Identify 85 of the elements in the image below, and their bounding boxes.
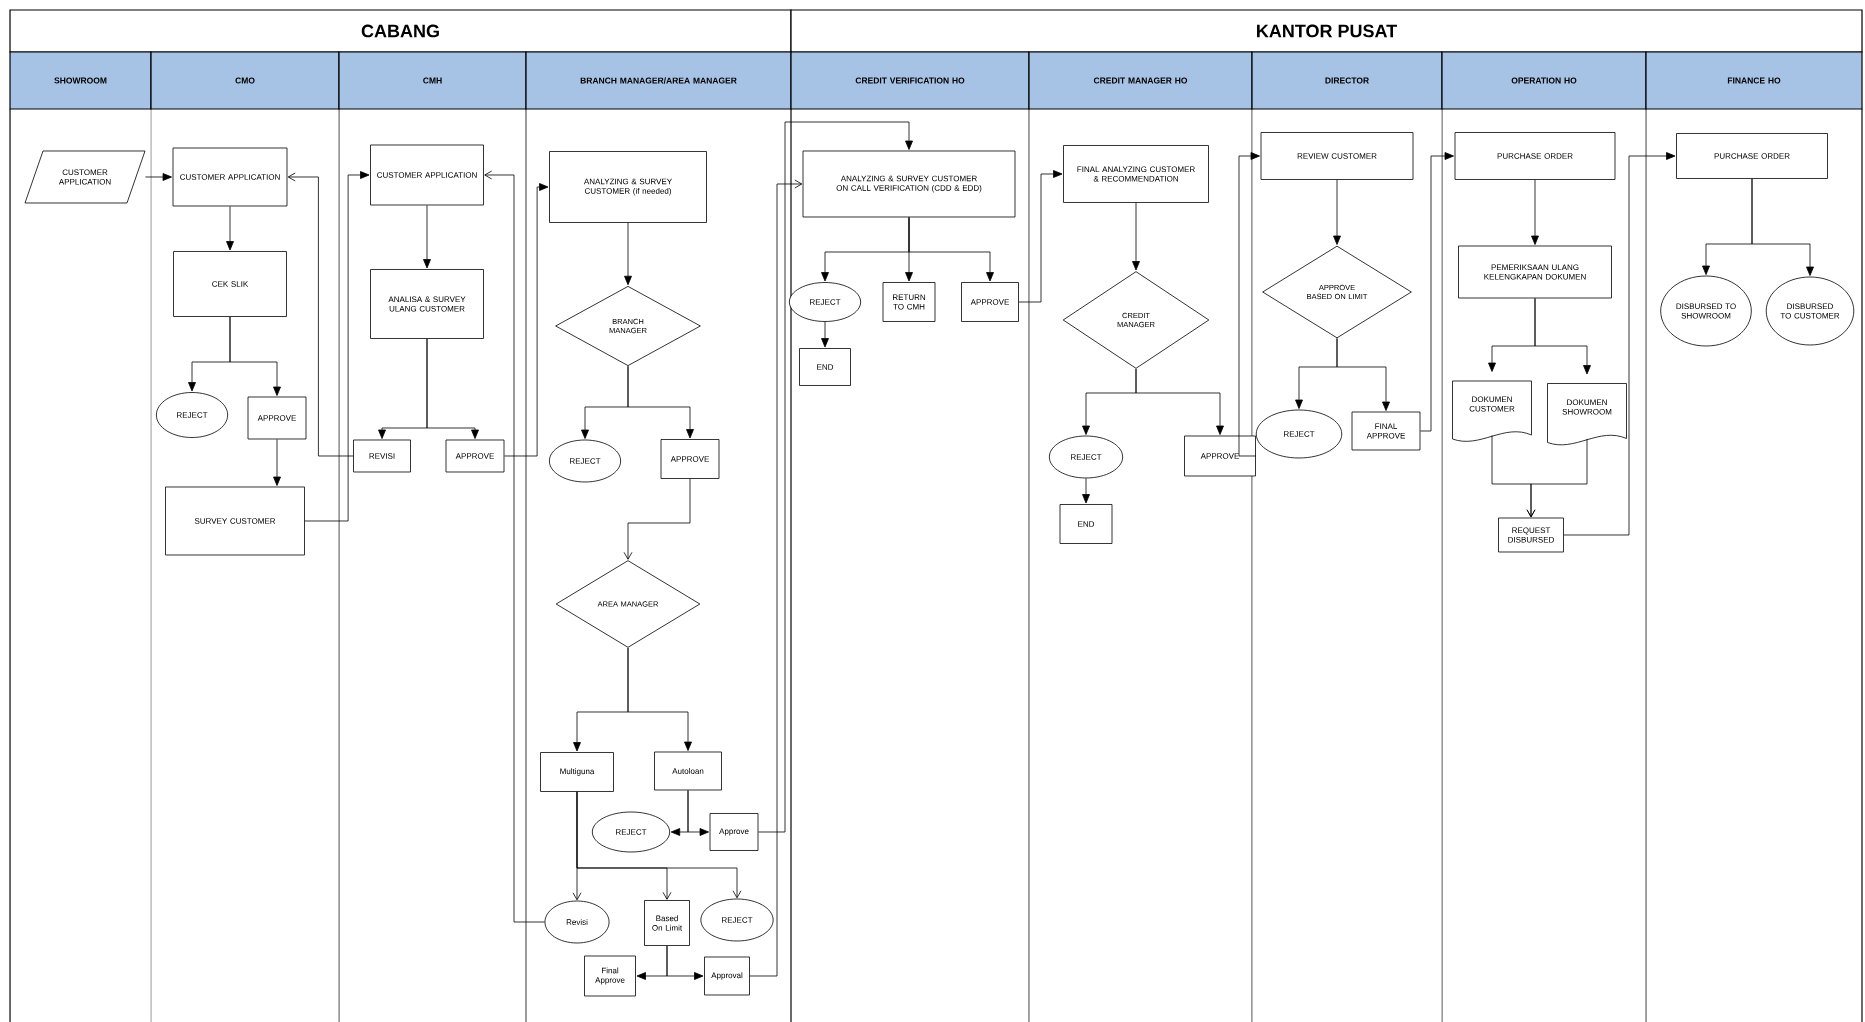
lane-header: CREDIT VERIFICATION HO [790, 51, 1030, 110]
process-box: SURVEY CUSTOMER [165, 486, 305, 556]
arrow [624, 222, 632, 286]
lane-header: CMO [150, 51, 340, 110]
lane-header: DIRECTOR [1251, 51, 1443, 110]
process-box: Approval [704, 956, 750, 996]
arrow [1420, 152, 1454, 432]
arrow [758, 121, 913, 833]
process-box: Approve [709, 813, 759, 851]
process-box: ANALYZING & SURVEY CUSTOMER ON CALL VERIFICATION (CDD & EDD) [802, 150, 1016, 218]
arrow [749, 179, 803, 977]
lane-header: CREDIT MANAGER HO [1028, 51, 1253, 110]
arrow [423, 205, 431, 269]
arrow [226, 206, 234, 251]
arrow [1082, 478, 1090, 504]
arrow [821, 321, 829, 348]
process-box: ANALYZING & SURVEY CUSTOMER (if needed) [549, 151, 707, 223]
process-box: PURCHASE ORDER [1676, 133, 1828, 179]
arrow [1018, 170, 1063, 303]
process-box: PURCHASE ORDER [1454, 132, 1616, 180]
arrow [145, 173, 172, 181]
arrow [1132, 202, 1140, 271]
process-box: APPROVE [961, 282, 1019, 322]
lane-header: OPERATION HO [1441, 51, 1647, 110]
arrow [627, 365, 694, 439]
arrow [1135, 368, 1224, 435]
process-box: FINAL ANALYZING CUSTOMER & RECOMMENDATION [1063, 145, 1209, 203]
arrow [908, 217, 994, 282]
header-band: KANTOR PUSAT [790, 9, 1863, 53]
process-box: RETURN TO CMH [882, 282, 936, 322]
arrow [229, 316, 281, 396]
terminal-oval: REJECT [591, 811, 671, 853]
process-box: CUSTOMER APPLICATION [172, 147, 288, 207]
arrow [287, 172, 354, 457]
input-parallelogram: CUSTOMER APPLICATION [24, 150, 146, 204]
arrow [576, 791, 742, 899]
terminal-oval: REJECT [1255, 409, 1343, 459]
process-box: REVIEW CUSTOMER [1260, 132, 1414, 180]
process-box: Final Approve [584, 955, 636, 997]
terminal-oval: REJECT [700, 898, 774, 942]
arrow [666, 945, 704, 980]
process-box: APPROVE [445, 439, 505, 473]
process-box: ANALISA & SURVEY ULANG CUSTOMER [370, 269, 484, 339]
header-band: CABANG [9, 9, 792, 53]
arrow [1526, 438, 1588, 518]
process-box: PEMERIKSAAN ULANG KELENGKAPAN DOKUMEN [1458, 245, 1612, 299]
arrow [1333, 179, 1341, 245]
process-box: CUSTOMER APPLICATION [370, 144, 484, 206]
terminal-oval: DISBURSED TO SHOWROOM [1660, 275, 1752, 347]
arrow [623, 478, 691, 560]
lane-header: CMH [338, 51, 527, 110]
arrow [484, 170, 545, 923]
process-box: END [1059, 504, 1113, 544]
lane-header: FINANCE HO [1645, 51, 1863, 110]
arrow [1563, 152, 1676, 536]
process-box: Based On Limit [644, 900, 690, 946]
process-box: APPROVE [247, 396, 307, 440]
terminal-oval: REJECT [156, 392, 229, 438]
terminal-oval: REJECT [1048, 435, 1124, 479]
process-box: END [799, 348, 851, 386]
process-box: CEK SLIK [173, 251, 287, 317]
process-box: REQUEST DISBURSED [1498, 517, 1564, 553]
process-box: Multiguna [540, 752, 614, 792]
arrow [426, 338, 479, 439]
arrow [304, 171, 370, 522]
terminal-oval: Revisi [544, 900, 610, 944]
lane-header: SHOWROOM [9, 51, 152, 110]
lane-header: BRANCH MANAGER/AREA MANAGER [525, 51, 792, 110]
arrow [504, 183, 549, 457]
arrow [627, 647, 692, 751]
process-box: APPROVE [1184, 435, 1256, 477]
terminal-oval: REJECT [549, 439, 622, 483]
terminal-oval: DISBURSED TO CUSTOMER [1765, 276, 1855, 346]
arrow [1238, 152, 1260, 457]
arrow [1531, 179, 1539, 245]
arrow [687, 790, 709, 836]
process-box: REVISI [353, 439, 411, 473]
process-box: FINAL APPROVE [1351, 411, 1421, 451]
arrow [1336, 338, 1390, 411]
arrow [273, 439, 281, 486]
terminal-oval: REJECT [788, 282, 862, 322]
arrow [1534, 298, 1591, 375]
process-box: APPROVE [660, 439, 720, 479]
process-box: Autoloan [654, 751, 722, 791]
arrow [1751, 178, 1814, 276]
